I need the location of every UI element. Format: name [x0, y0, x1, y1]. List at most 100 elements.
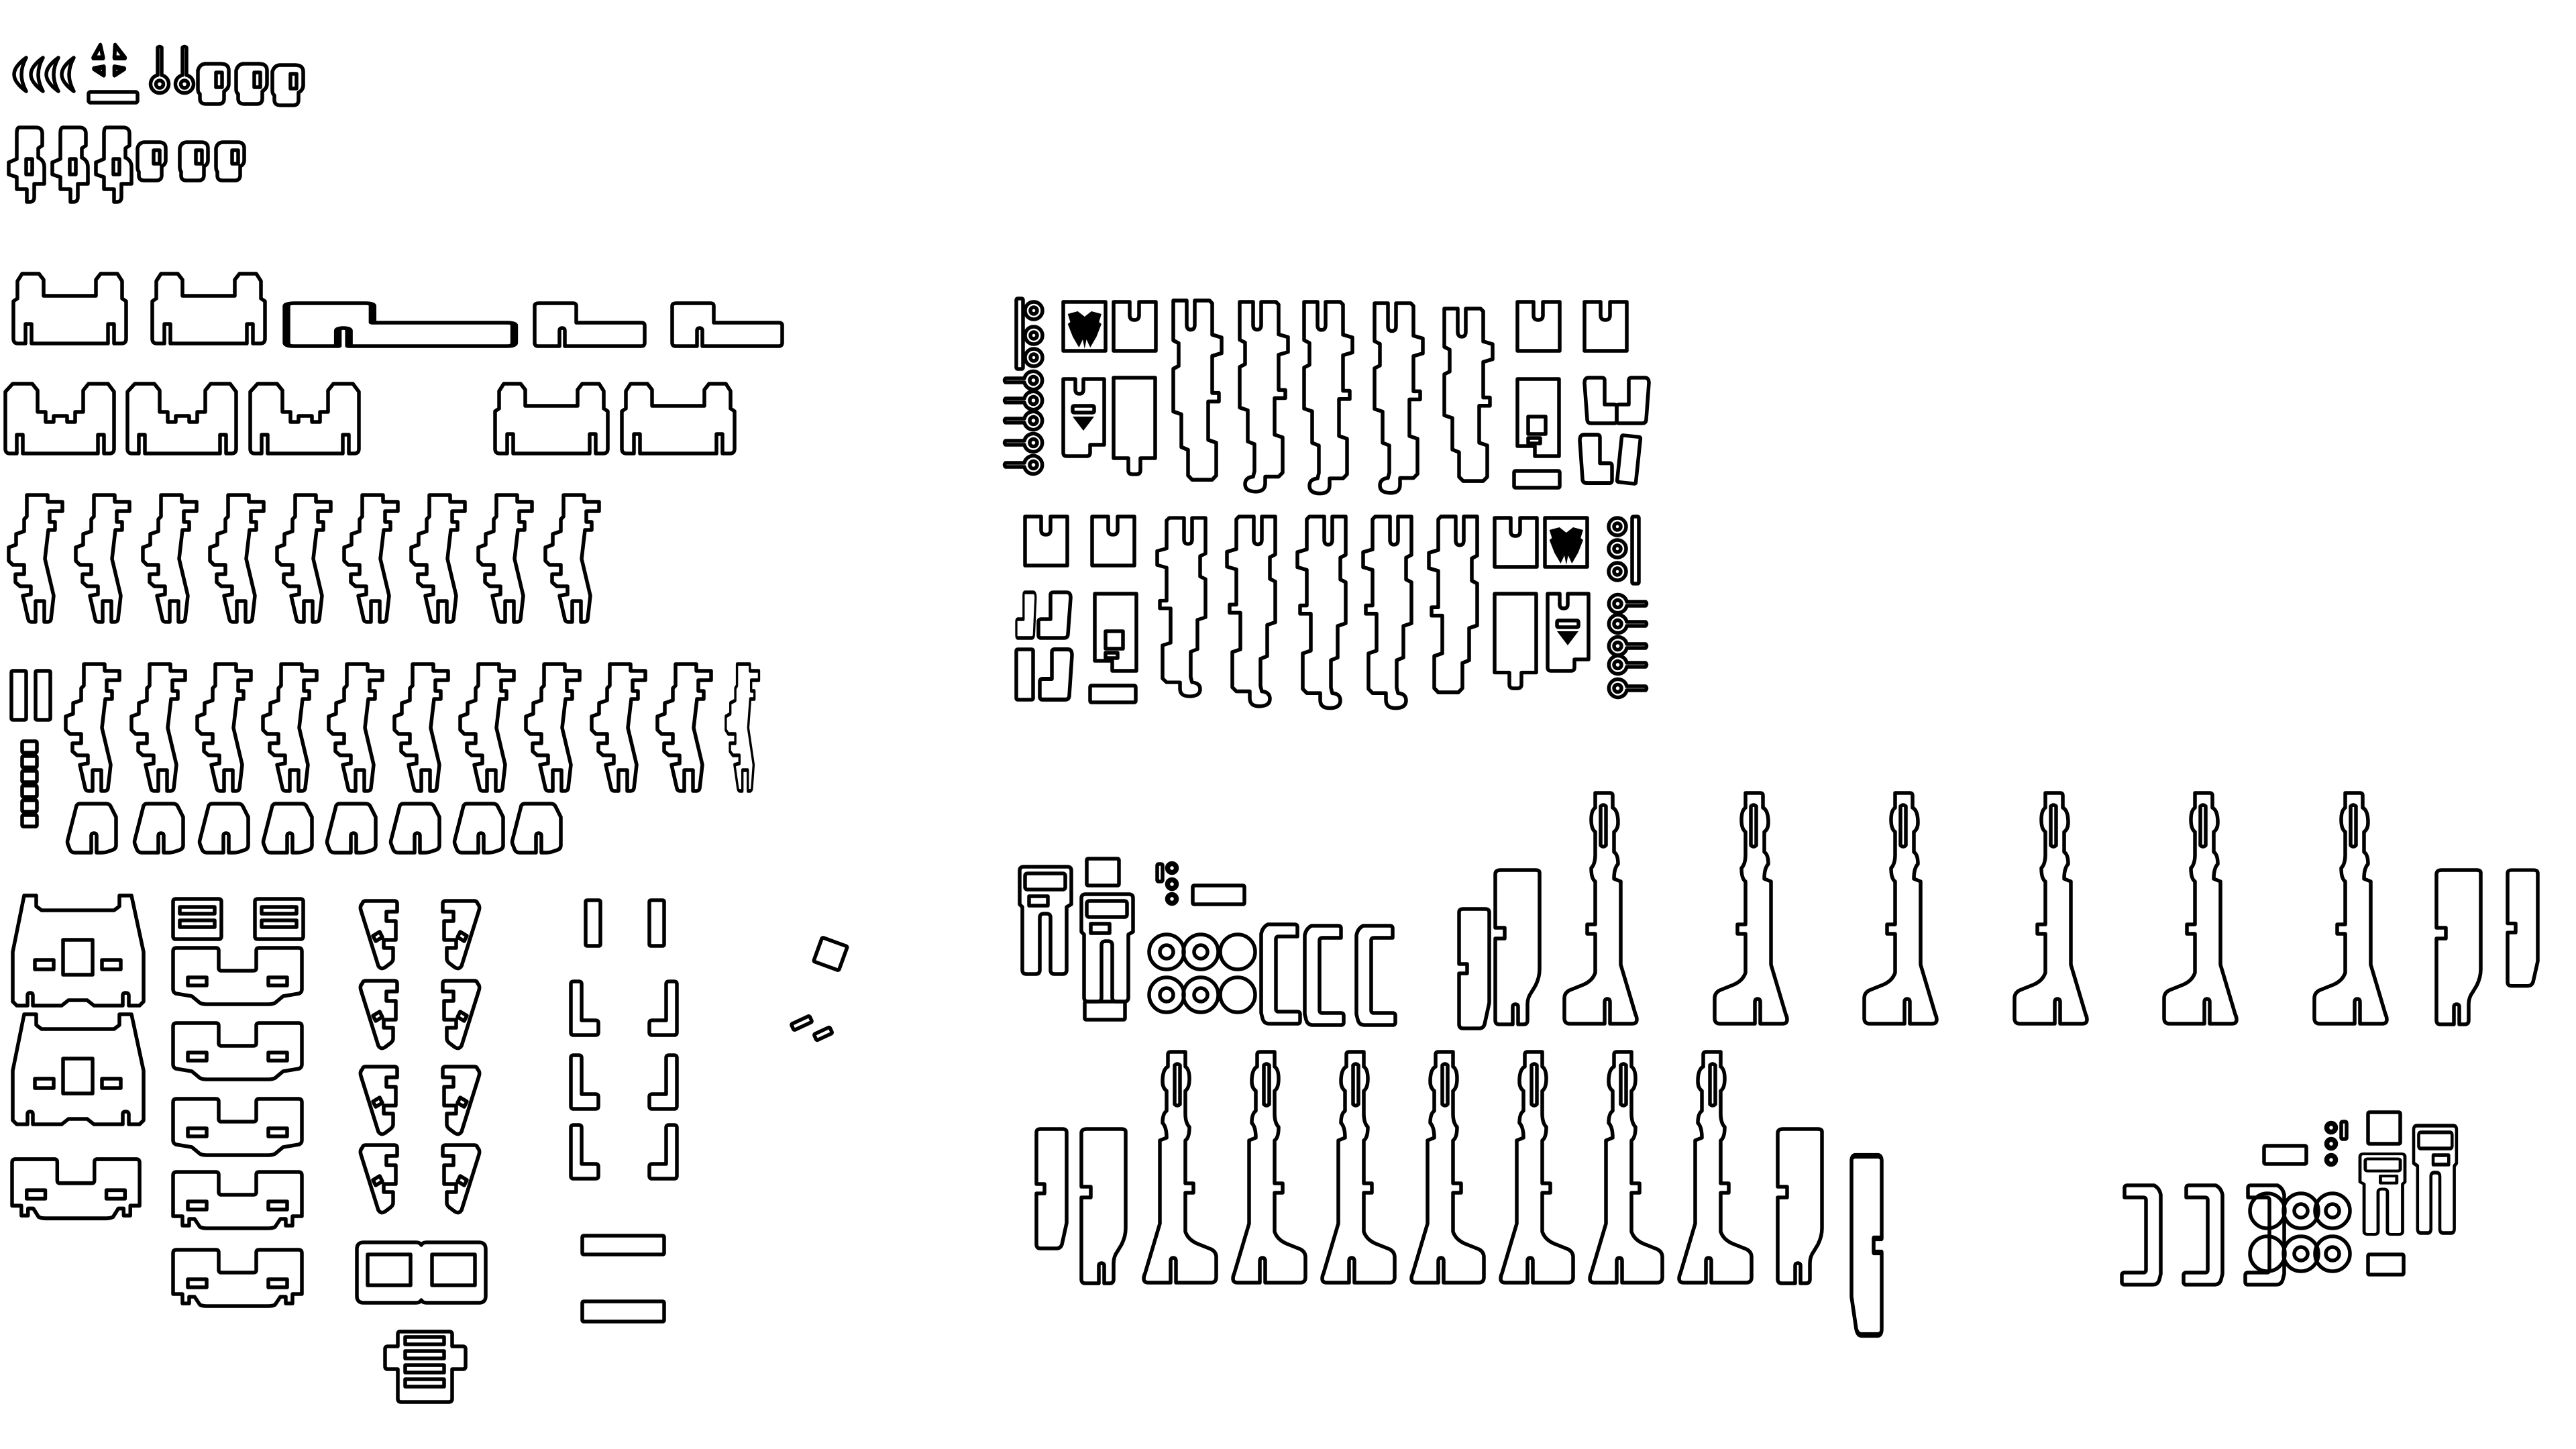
bar-plate — [580, 1234, 666, 1256]
rivet-dot — [1165, 861, 1179, 875]
arrow-mark — [1557, 631, 1578, 645]
washer-ring — [1607, 538, 1628, 559]
c-bracket — [2182, 1183, 2224, 1287]
bar-plate — [812, 936, 849, 972]
side-profile — [129, 662, 187, 793]
hole-tile — [1515, 377, 1561, 458]
slot-tile — [1112, 300, 1158, 353]
panel-plate — [1034, 1127, 1069, 1250]
wedge-plate — [358, 899, 399, 971]
frame-bracket — [493, 382, 610, 455]
bar-plate — [647, 898, 666, 948]
c-bracket — [1354, 924, 1397, 1027]
boot-plate — [94, 125, 133, 204]
chip-plate — [1036, 590, 1073, 640]
washer-ring — [1607, 516, 1628, 537]
keyhole-pin — [1002, 431, 1044, 454]
wedge-plate — [441, 899, 482, 971]
frame-bracket — [620, 382, 737, 455]
step-bracket — [670, 301, 784, 348]
keyhole-pin — [148, 44, 171, 95]
step-bracket — [282, 301, 519, 348]
leg-profile — [1142, 1050, 1218, 1285]
disc — [2248, 1234, 2287, 1273]
side-profile — [208, 493, 266, 624]
keyhole-pin — [173, 44, 196, 95]
corner-bracket — [569, 1123, 600, 1181]
bar-plate — [2262, 1144, 2308, 1166]
bumper-plate — [171, 1021, 304, 1081]
side-profile — [590, 662, 647, 793]
side-profile — [458, 662, 516, 793]
bar-plate — [20, 798, 39, 814]
side-profile — [476, 493, 534, 624]
washer-ring — [1147, 932, 1186, 971]
chip-plate — [1038, 647, 1074, 702]
washer-ring — [1023, 300, 1044, 321]
side-profile — [655, 662, 713, 793]
bar-plate — [20, 769, 39, 784]
bar-plate — [1085, 857, 1121, 888]
chip-plate — [1578, 433, 1614, 485]
rail-profile — [1442, 307, 1495, 483]
arrow-tile — [1061, 377, 1106, 458]
panel-plate — [2506, 868, 2540, 988]
vent-panel — [383, 1330, 468, 1404]
pelvis-plate — [2412, 1124, 2459, 1235]
chip-plate — [1015, 590, 1037, 640]
crescent-blade — [29, 56, 45, 93]
foot-plate — [270, 63, 305, 107]
leg-profile — [1499, 1050, 1575, 1285]
rail-profile — [1295, 515, 1348, 710]
panel-plate — [1457, 907, 1491, 1030]
wedge-plate — [358, 1143, 399, 1215]
frame-bracket — [150, 272, 267, 345]
bar-plate — [790, 1014, 814, 1032]
c-bracket — [1259, 922, 1302, 1026]
keyhole-pin — [1002, 453, 1044, 476]
bar-plate — [1083, 1000, 1127, 1022]
washer-ring — [1181, 975, 1220, 1014]
tab-tile — [1493, 592, 1538, 690]
bumper-plate — [171, 1248, 304, 1308]
slot-tile — [1023, 515, 1069, 568]
bar-plate — [9, 669, 28, 722]
corner-bracket — [569, 1053, 600, 1111]
chip-plate — [1615, 376, 1651, 425]
grille-plate — [171, 897, 223, 941]
bar-plate — [2339, 1120, 2349, 1141]
corner-bracket — [647, 1053, 679, 1111]
c-bracket — [2243, 1183, 2286, 1287]
boot-profile — [1079, 1127, 1128, 1285]
hoof-plate — [325, 802, 378, 855]
leg-profile — [2012, 791, 2089, 1026]
corner-bracket — [647, 979, 679, 1037]
side-profile — [195, 662, 253, 793]
keyhole-pin — [1002, 389, 1044, 412]
keyhole-pin — [1607, 677, 1649, 700]
bar-plate — [34, 669, 52, 722]
bar-plate — [1155, 862, 1165, 883]
washer-ring — [1023, 347, 1044, 368]
leg-profile — [1677, 1050, 1754, 1285]
fin-cluster — [91, 42, 127, 78]
foot-plate — [234, 62, 269, 106]
rivet-dot — [2324, 1136, 2339, 1151]
leg-profile — [2162, 791, 2239, 1026]
bar-plate — [580, 1299, 666, 1324]
washer-ring — [1607, 561, 1628, 582]
step-bracket — [533, 301, 647, 348]
autobot-emblem — [1549, 527, 1583, 565]
chest-plate — [11, 1012, 146, 1126]
rail-profile — [1427, 515, 1479, 694]
keyhole-pin — [1607, 592, 1649, 615]
rail-profile — [1373, 301, 1425, 495]
window-panel — [355, 1240, 488, 1305]
pelvis-plate — [1079, 892, 1135, 1004]
side-profile — [409, 493, 467, 624]
pelvis-plate — [1018, 865, 1073, 976]
leg-profile — [1588, 1050, 1664, 1285]
side-profile — [64, 662, 121, 793]
castellated-bracket — [125, 382, 238, 455]
